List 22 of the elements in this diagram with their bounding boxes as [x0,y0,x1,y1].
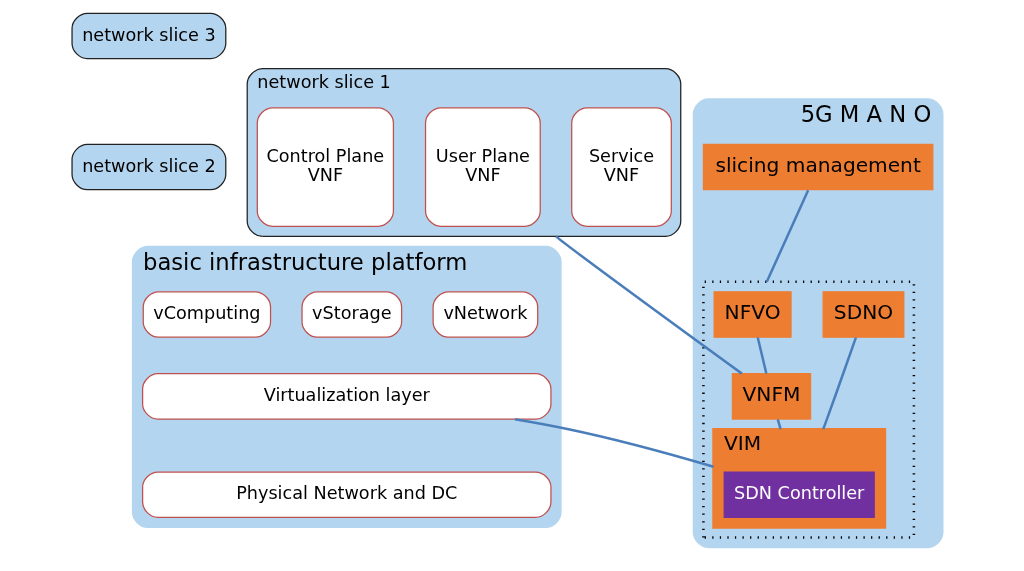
node-box: vComputing [142,291,271,338]
node-box: VNFM [731,373,811,420]
node-box: NFVO [713,291,792,338]
connector [554,235,743,375]
node-box: slicing management [702,143,933,191]
node-box: User Plane VNF [424,107,541,227]
connector [776,419,782,430]
node-box: network slice 3 [70,12,226,60]
node-box: Virtualization layer [141,373,552,420]
node-box: vStorage [300,291,402,338]
node-box: network slice 2 [70,143,226,191]
connector [514,417,714,468]
node-box: Control Plane VNF [256,107,394,227]
connector [756,337,768,374]
node-box: Service VNF [570,107,672,227]
cluster [701,280,915,539]
connector [765,189,809,283]
node-box: vNetwork [431,291,538,338]
connector [821,337,857,430]
node-box: SDN Controller [723,471,875,518]
node-box: SDNO [822,291,904,338]
node-box: Physical Network and DC [141,471,552,518]
